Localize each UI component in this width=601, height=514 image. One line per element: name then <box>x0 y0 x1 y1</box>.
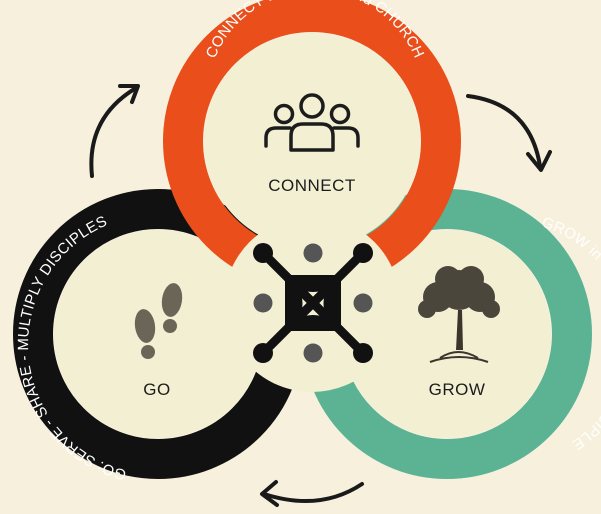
connect-label: CONNECT <box>268 176 356 195</box>
arrow-grow-to-go <box>260 480 364 507</box>
footprints-icon <box>134 283 183 359</box>
go-inner-disc <box>54 230 262 438</box>
tree-icon <box>418 266 500 363</box>
people-group-icon <box>264 93 360 152</box>
arrow-go-to-connect <box>89 84 140 178</box>
network-cross-icon <box>253 243 373 363</box>
grow-label: GROW <box>429 380 486 399</box>
arrow-connect-to-grow <box>466 94 552 172</box>
go-label: GO <box>143 380 170 399</box>
connect-inner-disc <box>204 33 420 249</box>
